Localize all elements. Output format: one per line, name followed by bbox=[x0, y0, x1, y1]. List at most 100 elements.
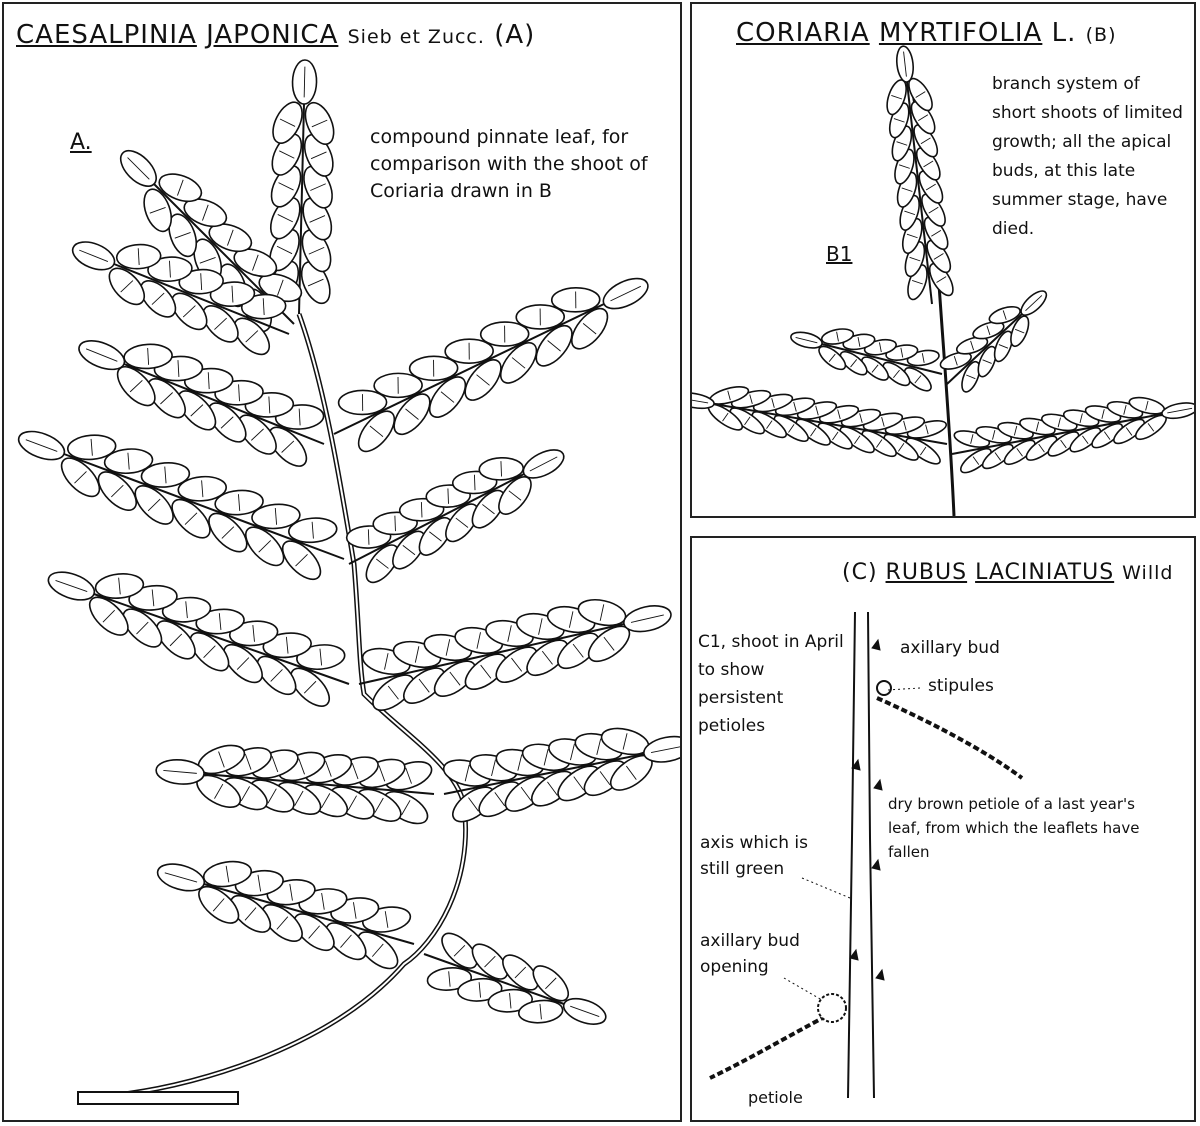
panel-c-author: Willd bbox=[1122, 562, 1174, 584]
leaflet-midrib bbox=[879, 342, 882, 353]
leaflet-midrib bbox=[303, 66, 306, 98]
pinna-9-rachis bbox=[93, 593, 350, 685]
leaflet-midrib bbox=[909, 256, 921, 262]
leaflet-midrib bbox=[854, 435, 861, 445]
panel-b-label: B1 bbox=[826, 242, 853, 266]
leaflet-midrib bbox=[1167, 407, 1193, 414]
leaflet-midrib bbox=[919, 446, 927, 456]
leaflet-midrib bbox=[310, 183, 326, 191]
panel-b-species: MYRTIFOLIA bbox=[878, 18, 1043, 48]
petiole-lower bbox=[709, 1006, 843, 1080]
leaflet-midrib bbox=[203, 645, 216, 659]
leaflet-midrib bbox=[25, 439, 58, 452]
leaflet-midrib bbox=[903, 51, 907, 77]
leaflet-midrib bbox=[912, 280, 923, 285]
leaflet-midrib bbox=[311, 119, 328, 128]
panel-a-title: CAESALPINIA JAPONICA Sieb et Zucc. (A) bbox=[16, 20, 535, 50]
leaflet-midrib bbox=[906, 233, 918, 239]
leaflet-midrib bbox=[447, 488, 449, 504]
pinna-1-rachis bbox=[298, 103, 305, 315]
leaflet-midrib bbox=[308, 925, 320, 939]
leaflet-midrib bbox=[376, 558, 389, 569]
leaflet-midrib bbox=[1103, 431, 1111, 440]
leaflet-midrib bbox=[149, 207, 166, 214]
leaflet-midrib bbox=[630, 614, 664, 623]
panel-a-genus: CAESALPINIA bbox=[16, 20, 197, 50]
panel-rubus: (C) RUBUS LACINIATUS Willd C1, shoot in … bbox=[690, 536, 1196, 1122]
leaflet-midrib bbox=[509, 993, 512, 1009]
leaflet-midrib bbox=[998, 344, 1009, 349]
axillary-bud bbox=[876, 680, 892, 696]
leaflet-midrib bbox=[279, 150, 295, 159]
right-shoot-rachis bbox=[951, 413, 1163, 455]
leaflet-midrib bbox=[859, 413, 863, 423]
leaflet-midrib bbox=[74, 471, 87, 484]
leaflet-midrib bbox=[547, 781, 558, 796]
leaflet-midrib bbox=[982, 359, 992, 364]
leaflet-midrib bbox=[857, 337, 861, 347]
panel-a-tag: (A) bbox=[494, 20, 536, 50]
axis-green-label: axis which is still green bbox=[700, 833, 808, 879]
leaflet-midrib bbox=[545, 977, 557, 990]
leaflet-midrib bbox=[240, 786, 250, 802]
leaflet-midrib bbox=[928, 206, 939, 214]
leaflet-midrib bbox=[482, 504, 495, 515]
panel-c-label-annotation: C1, shoot in April to show persistent pe… bbox=[698, 632, 844, 736]
leaflet-midrib bbox=[876, 439, 883, 448]
leaflet-midrib bbox=[347, 795, 357, 811]
prickle bbox=[851, 758, 861, 771]
stem-base bbox=[77, 1091, 239, 1105]
leaflet-midrib bbox=[227, 229, 234, 246]
leaflet-midrib bbox=[252, 624, 255, 642]
leaflet-midrib bbox=[169, 633, 183, 647]
leaflet-midrib bbox=[289, 883, 293, 901]
panel-a-label: A. bbox=[70, 130, 92, 155]
pinna-3-rachis bbox=[113, 263, 290, 335]
leaflet-midrib bbox=[539, 1003, 542, 1020]
leaflet-midrib bbox=[127, 452, 130, 470]
leaflet-midrib bbox=[277, 214, 294, 223]
leaflet-midrib bbox=[622, 733, 628, 750]
prickle bbox=[873, 778, 883, 791]
upright-shoot-rachis bbox=[906, 81, 933, 305]
leaflet-midrib bbox=[90, 438, 93, 456]
leaflet-midrib bbox=[1082, 435, 1089, 445]
leaflet-midrib bbox=[164, 872, 198, 883]
leaflet-midrib bbox=[262, 298, 265, 316]
leaflet-midrib bbox=[199, 257, 216, 264]
panel-coriaria: CORIARIA MYRTIFOLIA L. (B) B1 branch sys… bbox=[690, 2, 1196, 518]
leaflet-midrib bbox=[626, 765, 637, 780]
leaflet-midrib bbox=[163, 770, 197, 774]
prickle bbox=[871, 858, 881, 871]
leaflet-midrib bbox=[129, 380, 143, 393]
leaflet-midrib bbox=[455, 517, 469, 528]
leaflet-midrib bbox=[692, 399, 709, 404]
leaflet-midrib bbox=[281, 440, 295, 453]
leaflet-midrib bbox=[309, 215, 326, 223]
leaflet-midrib bbox=[815, 405, 819, 416]
panel-c-tag: (C) bbox=[842, 560, 878, 585]
prickle bbox=[871, 638, 881, 651]
panel-b-author: L. bbox=[1051, 18, 1077, 48]
leaflet-midrib bbox=[494, 792, 506, 807]
leaflet-midrib bbox=[1145, 400, 1149, 411]
leaflet-midrib bbox=[468, 797, 479, 812]
leaflet-midrib bbox=[236, 657, 250, 670]
leaflet-midrib bbox=[367, 529, 370, 545]
leaflet-midrib bbox=[903, 420, 907, 431]
leaflet-midrib bbox=[1123, 405, 1127, 415]
leaflet-midrib bbox=[279, 118, 296, 127]
leaflet-midrib bbox=[151, 589, 155, 607]
leaflet-midrib bbox=[244, 907, 257, 921]
leaflet-midrib bbox=[184, 512, 198, 525]
leaflet-midrib bbox=[225, 865, 230, 883]
leaflet-midrib bbox=[257, 874, 262, 892]
rubus-shoot-drawing bbox=[709, 611, 1024, 1099]
leaflet-midrib bbox=[918, 114, 929, 121]
leaflet-midrib bbox=[169, 260, 171, 278]
leaflet-midrib bbox=[484, 955, 496, 968]
leaflet-midrib bbox=[1057, 417, 1061, 428]
leaflet-midrib bbox=[445, 639, 451, 656]
leaflet-midrib bbox=[271, 756, 279, 773]
leaflet-midrib bbox=[298, 758, 305, 775]
